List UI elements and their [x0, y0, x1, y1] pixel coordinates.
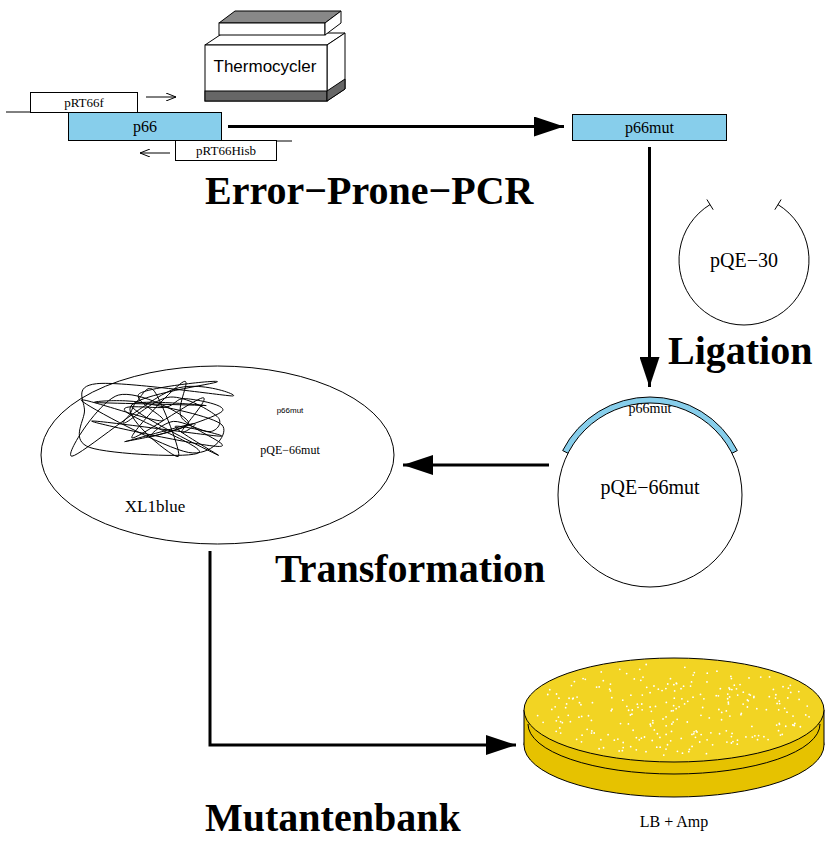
chromosome — [71, 381, 234, 456]
petri-dish-outline — [520, 650, 828, 840]
primer-direction — [146, 97, 176, 98]
flow-arrow — [403, 464, 549, 467]
node-label: LB + Amp — [520, 812, 828, 831]
step-label: Error−Prone−PCR — [205, 168, 533, 214]
bacterium-cell: p66mut pQE−66mutXL1blue — [40, 365, 395, 545]
node-label: p66mut — [243, 406, 337, 416]
node-label: pRT66Hisb — [176, 143, 276, 159]
thermocycler-device-outline — [205, 5, 350, 105]
petri-dish: LB + Amp — [520, 650, 828, 840]
node-label: pQE−66mut — [243, 443, 337, 457]
primer-line — [6, 112, 31, 113]
primer-box: pRT66Hisb — [175, 140, 277, 161]
gene-box: p66 — [68, 112, 222, 141]
node-label: pQE−30 — [662, 248, 826, 272]
step-label: Ligation — [668, 328, 812, 374]
plasmid-circle: p66mut pQE−66mut — [555, 395, 745, 590]
step-label: Transformation — [275, 546, 545, 592]
gene-box: p66mut — [572, 114, 727, 141]
bacterium-cell-outline — [40, 365, 395, 545]
vector-plasmid: pQE−30 — [662, 190, 826, 330]
primer-box: pRT66f — [30, 92, 138, 113]
node-label: pRT66f — [31, 95, 137, 111]
node-label: XL1blue — [80, 497, 230, 517]
node-label: p66 — [69, 117, 221, 136]
primer-direction — [140, 153, 170, 154]
flow-arrow — [648, 147, 651, 387]
primer-line — [276, 141, 292, 142]
node-label: pQE−66mut — [555, 475, 745, 499]
node-label: Thermocycler — [205, 57, 325, 77]
flow-arrow — [228, 125, 564, 128]
thermocycler-device: Thermocycler — [205, 5, 350, 105]
node-label: p66mut — [555, 401, 745, 418]
step-label: Mutantenbank — [205, 795, 461, 841]
node-label: p66mut — [573, 118, 726, 137]
